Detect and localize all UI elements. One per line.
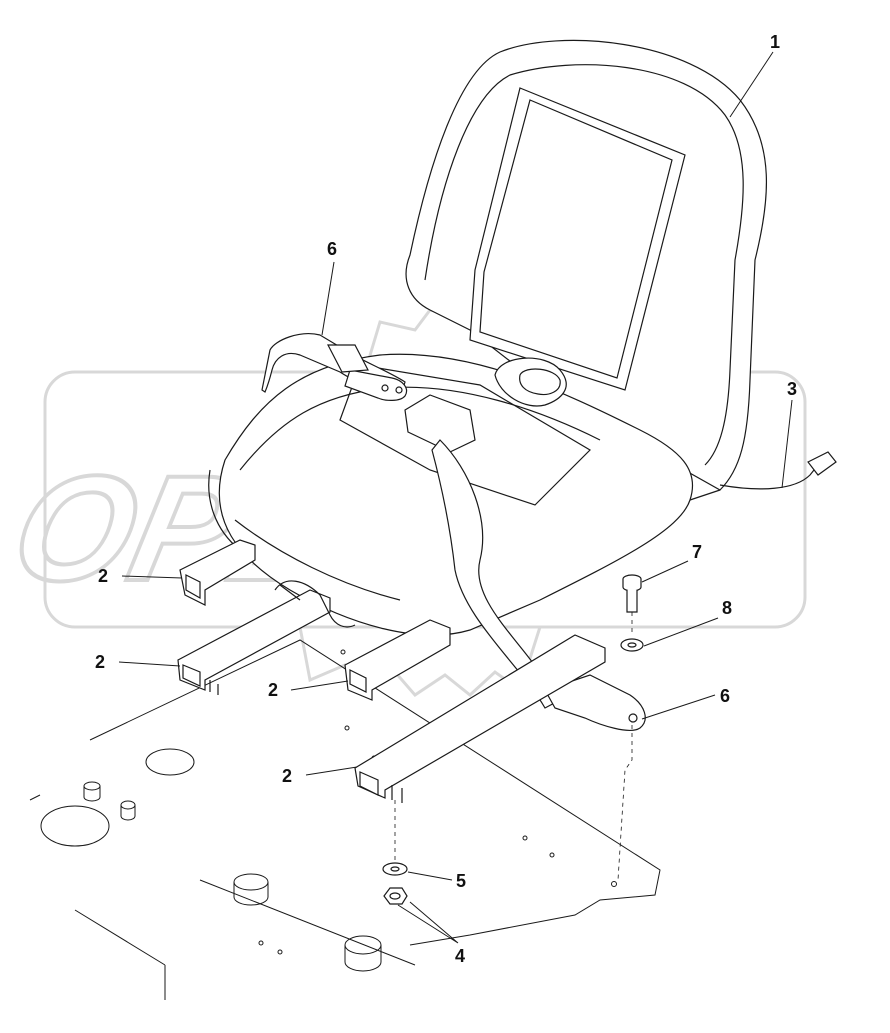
callout-3: 3 (787, 379, 797, 399)
callout-7: 7 (692, 542, 702, 562)
callout-8: 8 (722, 598, 732, 618)
floor-stud-3 (233, 873, 269, 906)
rail-b (177, 589, 331, 691)
seat-belt-right (404, 394, 646, 731)
callout-4: 4 (455, 946, 465, 966)
bolt (622, 574, 642, 613)
alignment-lines (394, 612, 633, 881)
callout-2-b: 2 (95, 652, 105, 672)
callout-5: 5 (456, 871, 466, 891)
belt-mount-hole (628, 713, 638, 723)
callout-6-upper: 6 (327, 239, 337, 259)
callout-1: 1 (770, 32, 780, 52)
callout-2-a: 2 (98, 566, 108, 586)
floor-hole-1 (145, 748, 195, 776)
nut (383, 887, 408, 905)
leader-lines (118, 51, 793, 944)
floor-edge (29, 794, 416, 1000)
rail-c (344, 619, 451, 701)
seat-belt-left (261, 333, 408, 401)
floor-stud-2 (120, 800, 136, 821)
washer-bottom (382, 862, 408, 876)
callout-6-lower: 6 (720, 686, 730, 706)
callout-labels: 1 6 3 2 7 8 2 2 6 2 5 4 (95, 32, 797, 966)
callout-2-d: 2 (282, 766, 292, 786)
floor-stud-4 (344, 935, 382, 972)
seat-backrest-inner (424, 64, 744, 466)
wire-harness (719, 451, 837, 490)
washer-top (620, 638, 644, 652)
callout-2-c: 2 (268, 680, 278, 700)
floor-hole-2 (40, 805, 110, 847)
wire-connector (807, 451, 837, 476)
floor-stud-1 (83, 781, 101, 802)
seat-rails (177, 539, 606, 803)
rail-d (354, 634, 606, 799)
